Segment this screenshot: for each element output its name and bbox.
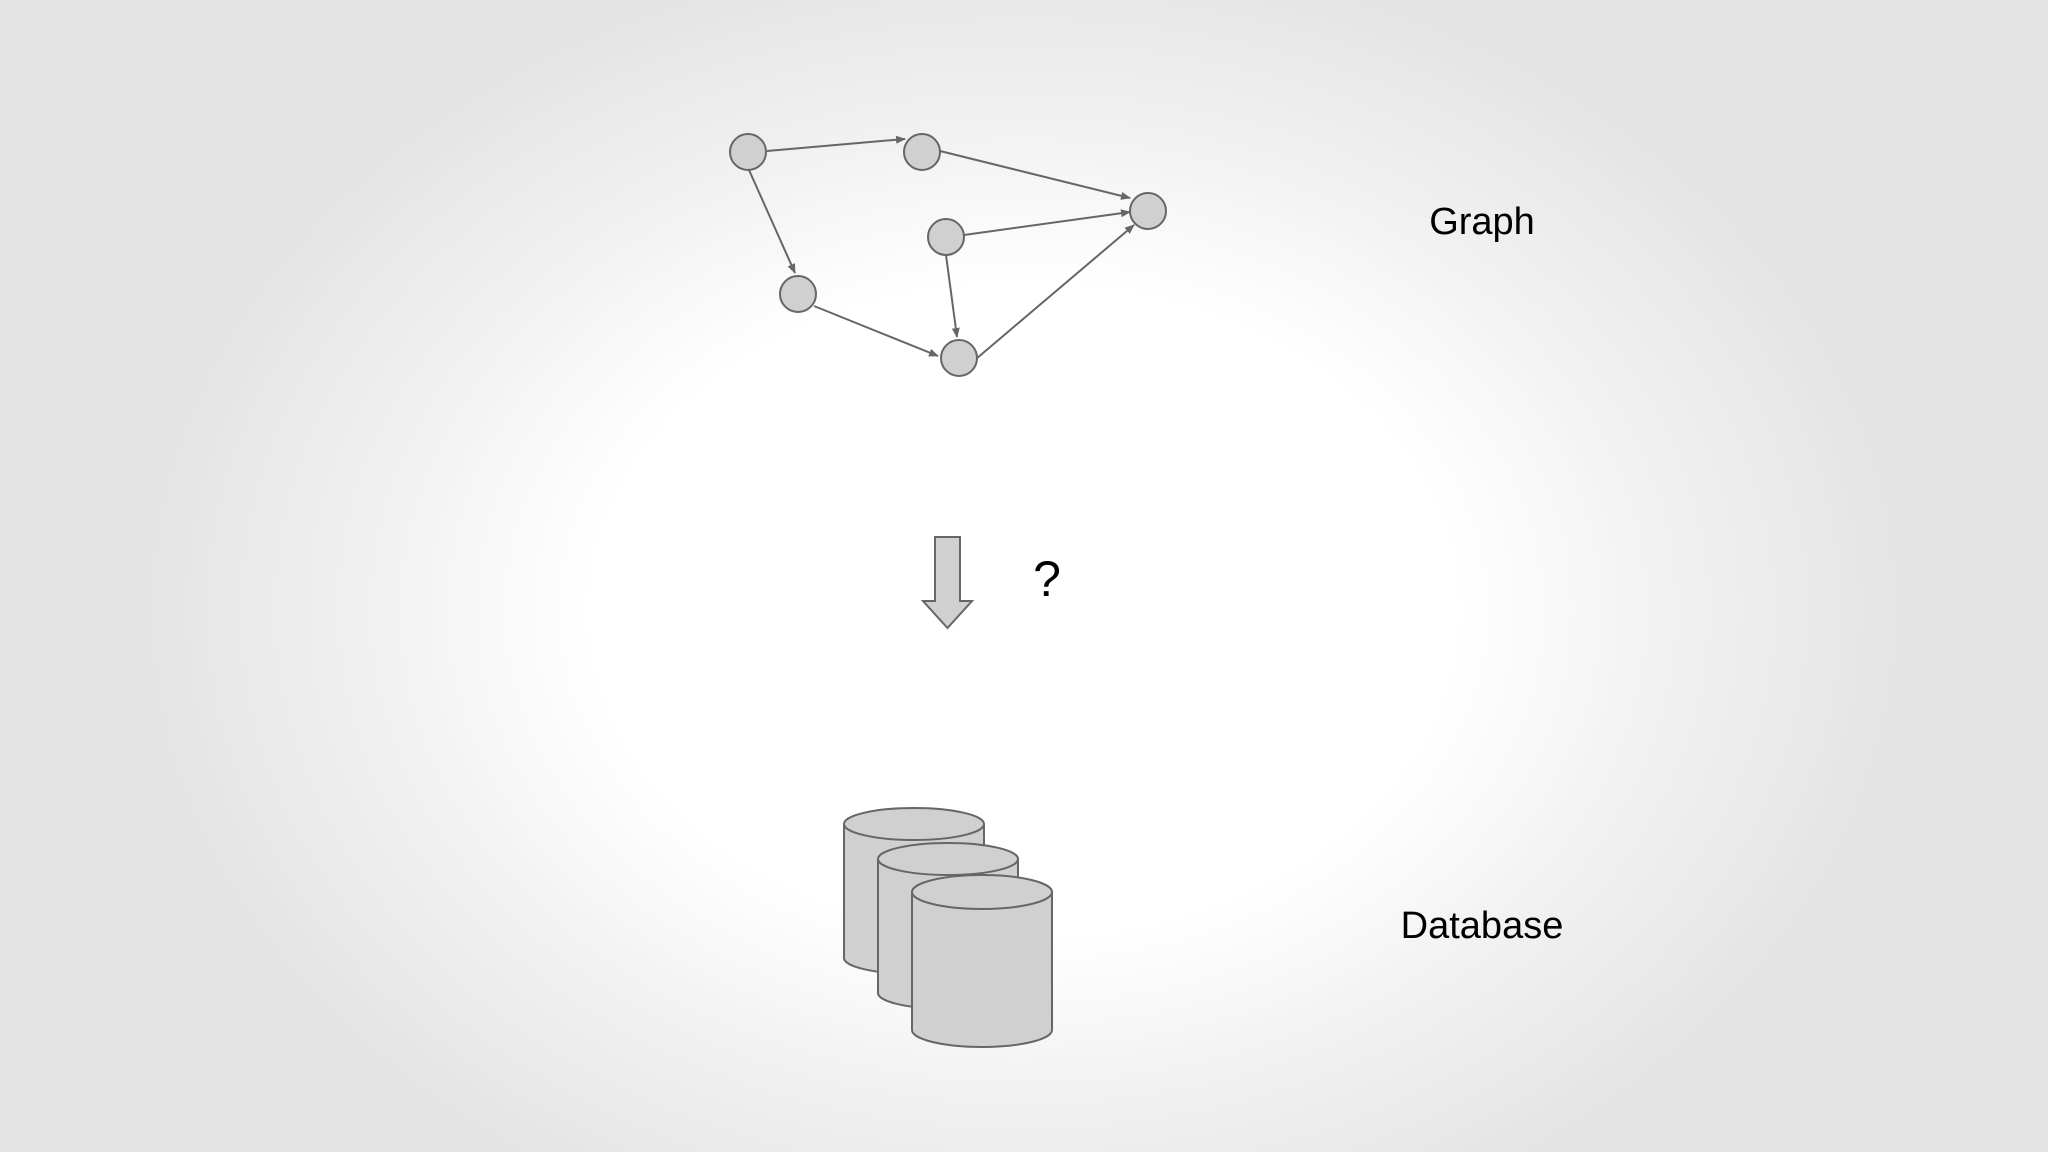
graph-node	[927, 218, 965, 256]
graph-figure	[729, 133, 1167, 377]
database-label: Database	[1400, 905, 1564, 947]
graph-label: Graph	[1429, 201, 1535, 243]
graph-node	[1129, 192, 1167, 230]
down-arrow-icon	[920, 536, 975, 630]
graph-node	[903, 133, 941, 171]
graph-edge	[963, 209, 1131, 236]
database-cylinder	[911, 874, 1053, 1048]
graph-node	[779, 275, 817, 313]
graph-edge	[813, 305, 939, 357]
database-icon	[843, 807, 1053, 1048]
graph-edge	[975, 224, 1135, 360]
graph-edge	[939, 150, 1131, 200]
question-mark-label: ?	[1033, 551, 1061, 607]
graph-edge	[748, 169, 796, 274]
graph-node	[729, 133, 767, 171]
graph-edge	[766, 135, 906, 152]
graph-node	[940, 339, 978, 377]
graph-edge	[945, 254, 960, 338]
